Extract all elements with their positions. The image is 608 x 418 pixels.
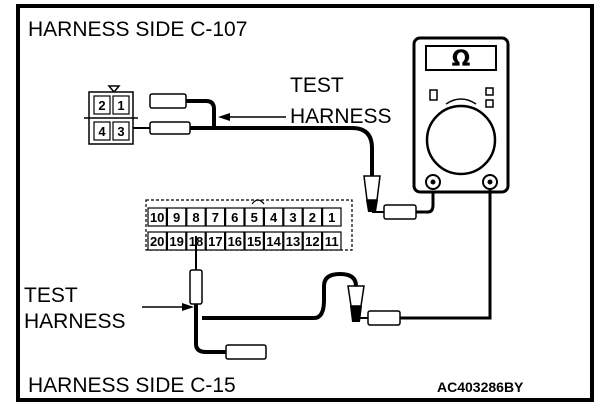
c15-pin-cell-2 [302,207,323,227]
c15-pin-6: 6 [231,210,238,225]
c15-pin-cell-10 [147,207,167,227]
c15-outline [145,199,353,251]
c15-pin-10: 10 [150,210,164,225]
c107-pin-1: 1 [117,98,124,113]
ohm-symbol: Ω [452,47,471,72]
c15-pin-cell-19 [166,231,187,251]
lower-test-harness [189,236,358,360]
c107-pin-1-cell [112,95,130,115]
c15-pin-cell-14 [263,231,284,251]
upper-harness-probe-pin3 [149,121,191,135]
c15-pin-5: 5 [251,210,258,225]
test-harness-upper-arrow [218,113,286,121]
c15-pin-14: 14 [266,234,281,249]
c107-pin-4-cell [93,121,111,141]
lower-harness-wire [202,271,358,320]
c15-pin-cell-15 [244,231,264,251]
c15-pin-12: 12 [305,234,319,249]
figure-code: AC403286BY [437,379,524,395]
c15-pin-8: 8 [192,210,199,225]
test-harness-lower-arrow [142,303,194,311]
c107-pin-3: 3 [117,124,124,139]
lower-harness-open-lead [225,344,267,360]
c107-pin-3-cell [112,121,130,141]
meter-range-mark [429,89,438,101]
c15-pin-20: 20 [150,234,164,249]
c15-pin-cell-7 [205,207,226,227]
c15-pin-cell-20 [147,231,167,251]
connector-c107: 2 1 4 3 [84,85,138,145]
c15-pin-19: 19 [169,234,183,249]
c15-lock [251,199,265,205]
c107-pin-4: 4 [98,124,106,139]
c15-pin-cell-16 [225,231,245,251]
test-harness-upper-label-line1: TEST [290,74,344,97]
c15-pin-9: 9 [173,210,180,225]
lower-clip [347,285,401,326]
c15-pin-cell-5 [244,207,264,227]
test-harness-upper-label-line2: HARNESS [290,105,392,128]
upper-clip [363,175,435,220]
c107-pin-2-cell [93,95,111,115]
test-harness-lower-label-line1: TEST [24,284,78,307]
upper-harness-wire [190,126,374,176]
c15-pin-cell-9 [166,207,187,227]
diagram-frame [16,4,594,402]
c15-pin-16: 16 [228,234,242,249]
lower-harness-probe [189,269,203,305]
ohmmeter: Ω [412,36,510,194]
c15-pin-cell-17 [205,231,226,251]
harness-side-c15-title: HARNESS SIDE C-15 [28,374,236,397]
upper-harness-open-lead [149,93,187,109]
c107-lock-mark [107,85,121,94]
c15-pin-cell-12 [302,231,323,251]
c15-pin-13: 13 [286,234,300,249]
c15-pin-4: 4 [270,210,278,225]
c15-pin-15: 15 [247,234,261,249]
c15-pin-cell-13 [283,231,303,251]
c15-pin-cell-4 [263,207,284,227]
c15-pin-11: 11 [325,234,339,249]
c107-pin-2: 2 [98,98,105,113]
c15-pin-cell-11 [322,231,342,251]
c15-pin-17: 17 [208,234,222,249]
upper-test-harness [133,93,374,176]
meter-right-lead [400,190,492,320]
c15-pin-1: 1 [328,210,335,225]
c15-pin-cell-1 [322,207,342,227]
test-harness-lower-label-line2: HARNESS [24,310,126,333]
c15-pin-2: 2 [309,210,316,225]
c15-pin-cell-6 [225,207,245,227]
meter-selector-dial [425,104,497,176]
harness-side-c107-title: HARNESS SIDE C-107 [28,18,247,41]
connector-c15: 1098765432120191817161514131211 [145,199,353,251]
c15-pin-7: 7 [212,210,219,225]
c15-pin-3: 3 [289,210,296,225]
c15-pin-cell-8 [186,207,206,227]
c15-pin-cell-3 [283,207,303,227]
meter-display [425,45,497,71]
